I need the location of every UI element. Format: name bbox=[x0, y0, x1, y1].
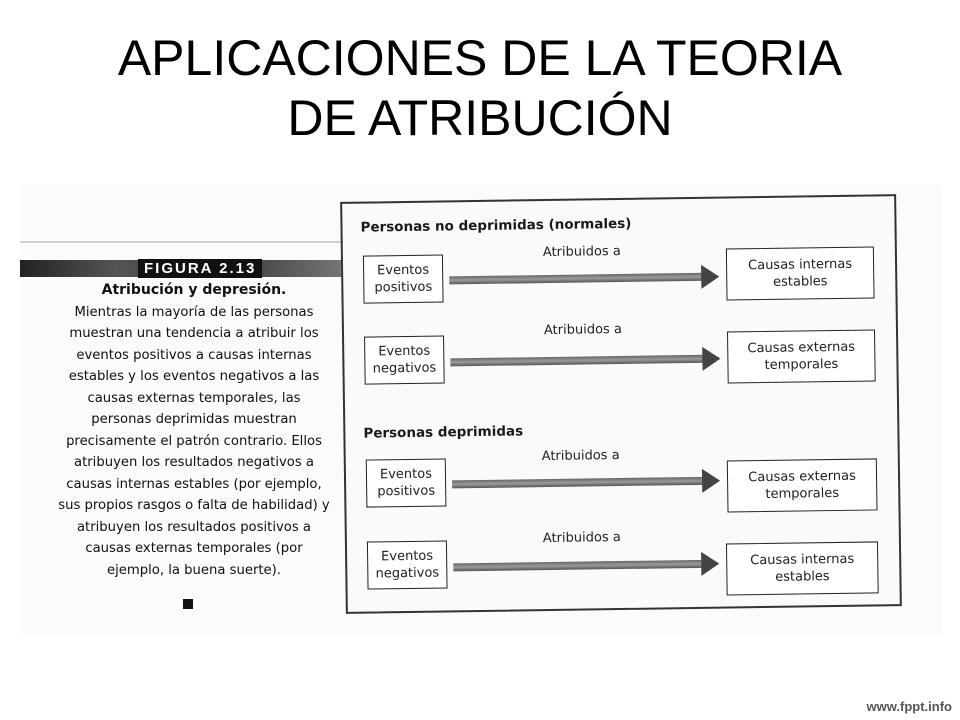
caption-title: Atribución y depresión. bbox=[101, 282, 287, 298]
event-line2: positivos bbox=[377, 483, 436, 500]
arrow-label: Atribuidos a bbox=[541, 448, 620, 465]
page-rule bbox=[20, 241, 350, 243]
slide-title-line2: DE ATRIBUCIÓN bbox=[287, 90, 673, 146]
cause-line2: temporales bbox=[764, 356, 839, 373]
arrow-icon bbox=[449, 264, 720, 289]
cause-line2: temporales bbox=[765, 485, 840, 502]
cause-line1: Causas externas bbox=[747, 339, 856, 357]
event-line1: Eventos bbox=[378, 343, 431, 360]
event-line1: Eventos bbox=[377, 262, 430, 279]
slide-title-line1: APLICACIONES DE LA TEORIA bbox=[117, 30, 843, 86]
figure-label: FIGURA 2.13 bbox=[138, 259, 263, 278]
arrow-label: Atribuidos a bbox=[543, 321, 622, 339]
cause-line1: Causas externas bbox=[748, 468, 856, 486]
slide-title: APLICACIONES DE LA TEORIA DE ATRIBUCIÓN bbox=[0, 28, 960, 148]
end-square-icon bbox=[183, 599, 193, 609]
event-line1: Eventos bbox=[379, 466, 433, 483]
event-line2: negativos bbox=[375, 565, 440, 582]
caption-text: Mientras la mayoría de las personas mues… bbox=[58, 304, 330, 578]
section-title-depressed: Personas deprimidas bbox=[363, 423, 524, 442]
cause-line1: Causas internas bbox=[750, 551, 855, 569]
arrow-icon bbox=[450, 346, 721, 371]
scanned-figure: FIGURA 2.13 Atribución y depresión. Mien… bbox=[20, 185, 942, 635]
arrow-label: Atribuidos a bbox=[542, 530, 621, 547]
section-title-normal: Personas no deprimidas (normales) bbox=[360, 215, 632, 236]
watermark[interactable]: www.fppt.info bbox=[866, 699, 952, 714]
event-line2: negativos bbox=[372, 360, 437, 377]
arrow-icon bbox=[453, 551, 720, 576]
attribution-diagram: Personas no deprimidas (normales) Evento… bbox=[340, 194, 902, 614]
cause-line2: estables bbox=[772, 274, 828, 290]
arrow-icon bbox=[452, 468, 721, 493]
event-line2: positivos bbox=[374, 279, 433, 296]
figure-caption: Atribución y depresión. Mientras la mayo… bbox=[58, 280, 330, 581]
event-line1: Eventos bbox=[381, 548, 434, 565]
cause-line1: Causas internas bbox=[747, 256, 853, 274]
arrow-label: Atribuidos a bbox=[542, 243, 621, 261]
cause-line2: estables bbox=[775, 569, 830, 585]
